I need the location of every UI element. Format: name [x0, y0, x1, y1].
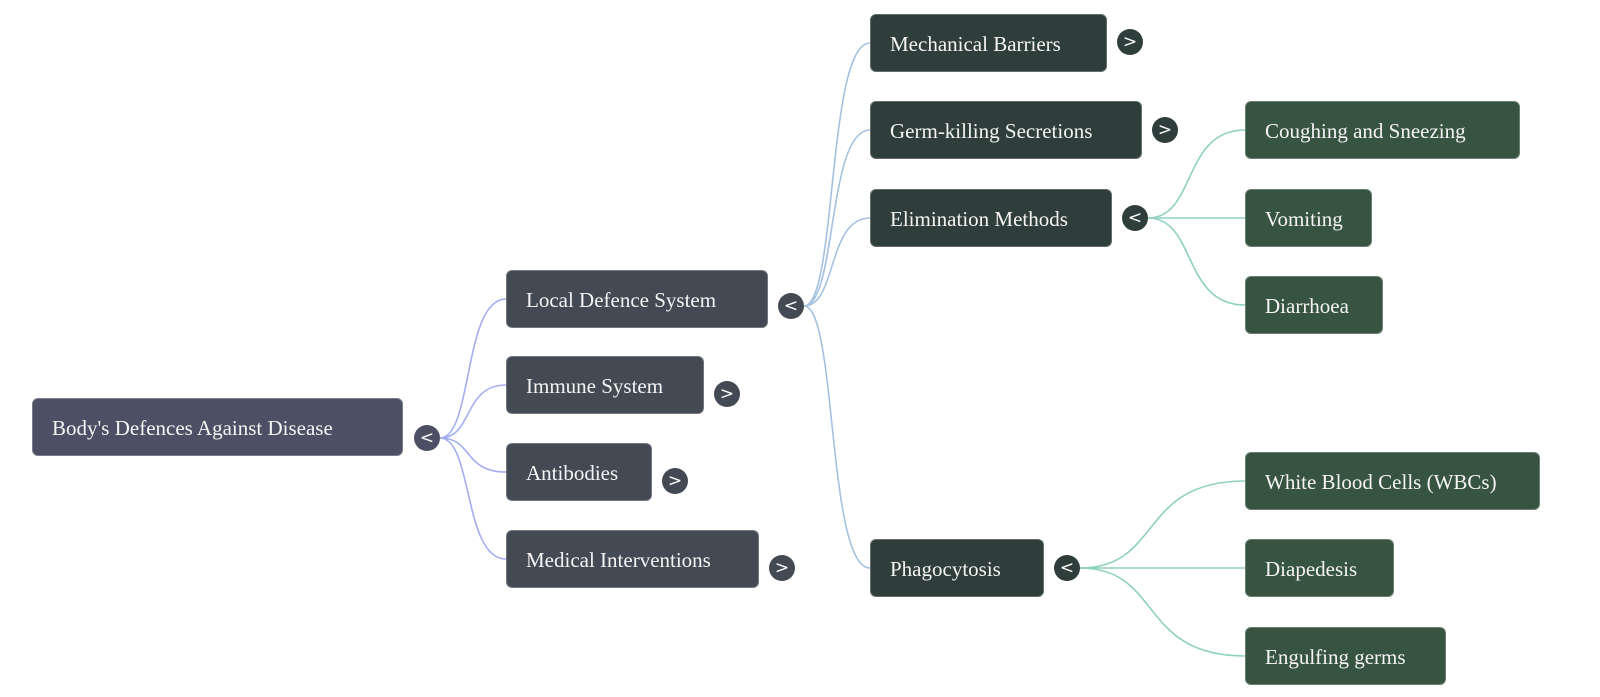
node-label: Local Defence System	[526, 288, 717, 312]
node-mechanical-barriers[interactable]: Mechanical Barriers	[870, 14, 1107, 72]
node-label: Vomiting	[1265, 207, 1343, 231]
node-label: Engulfing germs	[1265, 645, 1406, 669]
chevron-left-icon: <	[1059, 558, 1075, 578]
link-elimination-level3-2	[1147, 217, 1246, 306]
node-elimination-methods[interactable]: Elimination Methods	[870, 189, 1112, 247]
node-label: Phagocytosis	[890, 557, 1001, 581]
link-root-level1-1	[439, 384, 507, 439]
collapse-toggle-elimination-methods[interactable]: <	[1122, 205, 1148, 231]
expand-toggle-antibodies[interactable]: >	[662, 468, 688, 494]
node-coughing-and-sneezing[interactable]: Coughing and Sneezing	[1245, 101, 1520, 159]
node-medical-interventions[interactable]: Medical Interventions	[506, 530, 759, 588]
node-diapedesis[interactable]: Diapedesis	[1245, 539, 1394, 597]
expand-toggle-mechanical-barriers[interactable]: >	[1117, 29, 1143, 55]
node-local-defence-system[interactable]: Local Defence System	[506, 270, 768, 328]
link-local-level2-3	[803, 305, 871, 569]
link-local-level2-0	[803, 42, 871, 307]
node-label: Coughing and Sneezing	[1265, 119, 1466, 143]
node-white-blood-cells[interactable]: White Blood Cells (WBCs)	[1245, 452, 1540, 510]
node-label: Diapedesis	[1265, 557, 1358, 581]
node-label: Immune System	[526, 374, 664, 398]
chevron-right-icon: >	[1157, 120, 1173, 140]
chevron-right-icon: >	[667, 471, 683, 491]
chevron-left-icon: <	[419, 428, 435, 448]
node-immune-system[interactable]: Immune System	[506, 356, 704, 414]
link-phagocytosis-level3-2	[1079, 567, 1246, 657]
link-root-level1-0	[439, 298, 507, 439]
node-diarrhoea[interactable]: Diarrhoea	[1245, 276, 1383, 334]
node-antibodies[interactable]: Antibodies	[506, 443, 652, 501]
link-local-level2-2	[803, 217, 871, 307]
chevron-right-icon: >	[719, 384, 735, 404]
node-label: Germ-killing Secretions	[890, 119, 1093, 143]
node-label: Medical Interventions	[526, 548, 711, 572]
expand-toggle-medical-interventions[interactable]: >	[769, 555, 795, 581]
link-elimination-level3-0	[1147, 129, 1246, 219]
link-root-level1-2	[439, 437, 507, 473]
node-label: White Blood Cells (WBCs)	[1265, 470, 1497, 494]
collapse-toggle-root[interactable]: <	[414, 425, 440, 451]
chevron-right-icon: >	[774, 558, 790, 578]
node-root-label: Body's Defences Against Disease	[52, 416, 333, 440]
chevron-left-icon: <	[1127, 208, 1143, 228]
link-local-level2-1	[803, 129, 871, 307]
node-germ-killing-secretions[interactable]: Germ-killing Secretions	[870, 101, 1142, 159]
node-vomiting[interactable]: Vomiting	[1245, 189, 1372, 247]
link-root-level1-3	[439, 437, 507, 560]
chevron-left-icon: <	[783, 296, 799, 316]
node-root[interactable]: Body's Defences Against Disease	[32, 398, 403, 456]
node-engulfing-germs[interactable]: Engulfing germs	[1245, 627, 1446, 685]
node-label: Diarrhoea	[1265, 294, 1349, 318]
expand-toggle-germ-killing-secretions[interactable]: >	[1152, 117, 1178, 143]
link-phagocytosis-level3-0	[1079, 480, 1246, 569]
node-phagocytosis[interactable]: Phagocytosis	[870, 539, 1044, 597]
node-label: Antibodies	[526, 461, 619, 485]
node-label: Elimination Methods	[890, 207, 1068, 231]
collapse-toggle-phagocytosis[interactable]: <	[1054, 555, 1080, 581]
chevron-right-icon: >	[1122, 32, 1138, 52]
collapse-toggle-local-defence-system[interactable]: <	[778, 293, 804, 319]
expand-toggle-immune-system[interactable]: >	[714, 381, 740, 407]
node-label: Mechanical Barriers	[890, 32, 1061, 56]
